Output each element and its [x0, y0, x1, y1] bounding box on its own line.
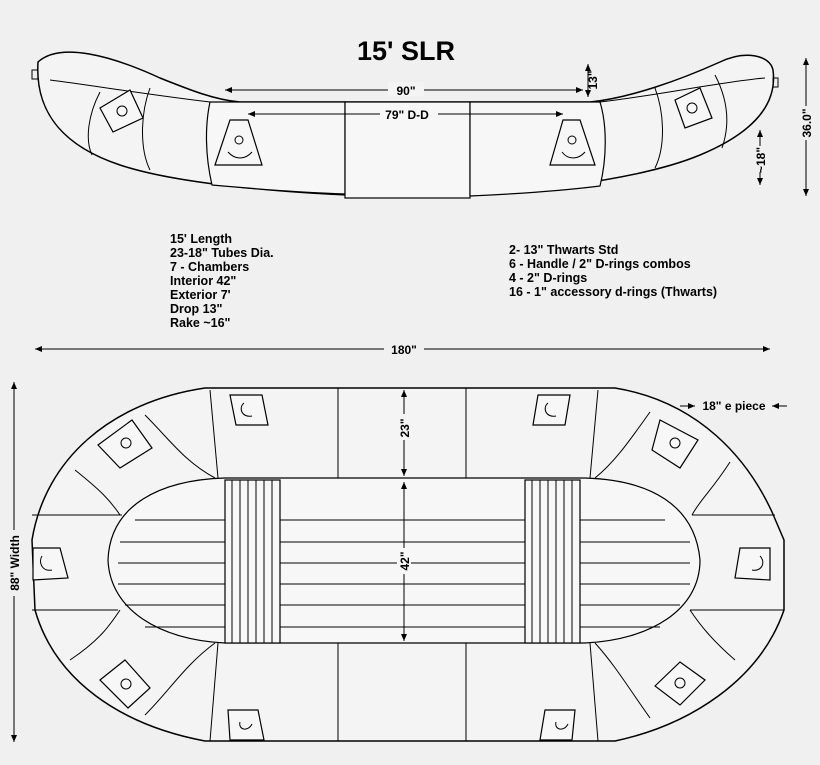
dim-label-18: ~18"	[754, 147, 768, 173]
spec-left-5: Drop 13"	[170, 302, 223, 316]
top-handle-1	[229, 394, 269, 426]
top-handle-10	[539, 709, 576, 741]
top-seam-7	[74, 469, 121, 516]
side-handle-2	[214, 119, 263, 166]
top-seam-4	[589, 389, 599, 479]
spec-right-0: 2- 13" Thwarts Std	[509, 243, 618, 257]
dim-label-79-dd: 79" D-D	[385, 108, 429, 122]
bottom-seam-4	[589, 642, 599, 742]
top-handle-6	[734, 547, 771, 581]
side-tube-line-right	[599, 77, 766, 103]
top-handle-5	[32, 547, 69, 581]
top-seam-1	[209, 389, 219, 479]
spec-left-3: Interior 42"	[170, 274, 236, 288]
bottom-seam-5	[144, 642, 216, 716]
side-seam-4	[714, 74, 728, 149]
thwart-right	[524, 479, 581, 644]
bottom-seam-6	[594, 642, 651, 719]
side-seam-3	[654, 87, 663, 169]
dim-label-23: 23"	[398, 418, 412, 437]
spec-right-2: 4 - 2" D-rings	[509, 271, 587, 285]
dim-label-42: 42"	[398, 551, 412, 570]
spec-left-6: Rake ~16"	[170, 316, 231, 330]
dim-label-13: 13"	[586, 70, 600, 89]
top-seam-5	[144, 414, 216, 479]
spec-right-3: 16 - 1" accessory d-rings (Thwarts)	[509, 285, 717, 299]
spec-left-1: 23-18" Tubes Dia.	[170, 246, 274, 260]
top-handle-4	[651, 419, 699, 469]
top-seam-8	[691, 461, 731, 516]
side-tube-line-left	[49, 79, 211, 103]
top-handle-8	[654, 661, 706, 706]
page-title: 15' SLR	[357, 36, 455, 66]
bottom-seam-1	[209, 642, 219, 742]
dim-label-18-piece: 18" e piece	[702, 399, 765, 413]
spec-left-2: 7 - Chambers	[170, 260, 249, 274]
side-seam-1	[87, 91, 101, 156]
spec-left-0: 15' Length	[170, 232, 232, 246]
side-handle-1	[99, 89, 144, 133]
thwart-left	[224, 479, 281, 644]
side-valve-left	[31, 69, 39, 80]
top-handle-9	[227, 709, 265, 741]
side-seam-2	[142, 87, 151, 171]
side-handle-3	[549, 119, 596, 166]
bottom-seam-7	[69, 609, 121, 661]
side-panel-center	[344, 101, 471, 199]
top-handle-2	[532, 394, 571, 426]
dim-label-180: 180"	[391, 343, 417, 357]
top-seam-6	[594, 411, 651, 479]
dim-label-88-width: 88" Width	[8, 535, 22, 591]
dim-label-90: 90"	[396, 84, 415, 98]
dim-label-36: 36.0"	[800, 108, 814, 137]
bottom-seam-8	[689, 609, 736, 661]
top-handle-7	[99, 659, 151, 709]
side-view: 90" 79" D-D 13" ~18" 36.0"	[31, 51, 814, 199]
spec-left-4: Exterior 7'	[170, 288, 231, 302]
top-handle-3	[97, 419, 153, 469]
specs-right: 2- 13" Thwarts Std 6 - Handle / 2" D-rin…	[509, 243, 717, 299]
side-handle-4	[674, 87, 713, 129]
side-valve-right	[772, 77, 779, 88]
top-view: 23" 42" 88" Width 18" e piece	[7, 382, 787, 742]
specs-left: 15' Length 23-18" Tubes Dia. 7 - Chamber…	[170, 232, 274, 330]
spec-right-1: 6 - Handle / 2" D-rings combos	[509, 257, 691, 271]
